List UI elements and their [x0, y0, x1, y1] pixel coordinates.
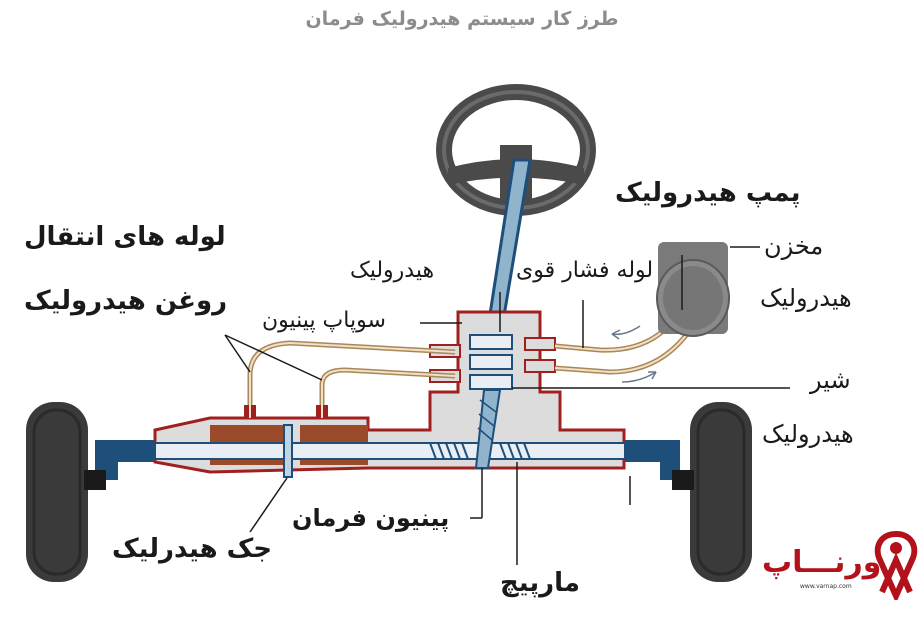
transfer-pipes-label-2: روغن هیدرولیک [24, 286, 228, 316]
pump-label: پمپ هیدرولیک [615, 178, 801, 208]
leader-lines [224, 246, 790, 565]
right-wheel [672, 402, 752, 582]
page-title: طرز کار سیستم هیدرولیک فرمان [305, 8, 619, 30]
transfer-pipes [244, 340, 456, 419]
hydraulic-jack-label: جک هیدرلیک [112, 534, 273, 564]
high-pressure-label-2: هیدرولیک [350, 258, 435, 283]
transfer-pipes-inner [249, 341, 456, 418]
spiral-label: مارپیچ [500, 568, 580, 598]
reservoir-label-2: هیدرولیک [760, 284, 852, 312]
logo-text: ورنـــاپ [762, 545, 882, 580]
logo-url: www.varnap.com [800, 583, 852, 590]
steering-pinion-label: پینیون فرمان [292, 504, 450, 532]
transfer-pipes-label-1: لوله های انتقال [24, 222, 226, 252]
rack-housing [153, 310, 626, 478]
hydraulic-pump [656, 242, 730, 337]
varnap-logo-icon [874, 530, 918, 600]
tie-rods [95, 440, 680, 480]
valve-label-1: شیر [810, 366, 851, 394]
reservoir-label-1: مخزن [764, 232, 824, 260]
valve-label-2: هیدرولیک [762, 420, 854, 448]
pinion-valve-label: سوپاپ پینیون [262, 308, 386, 333]
flow-arrows [611, 325, 657, 383]
left-wheel [26, 402, 106, 582]
high-pressure-label-1: لوله فشار قوی [516, 258, 654, 283]
